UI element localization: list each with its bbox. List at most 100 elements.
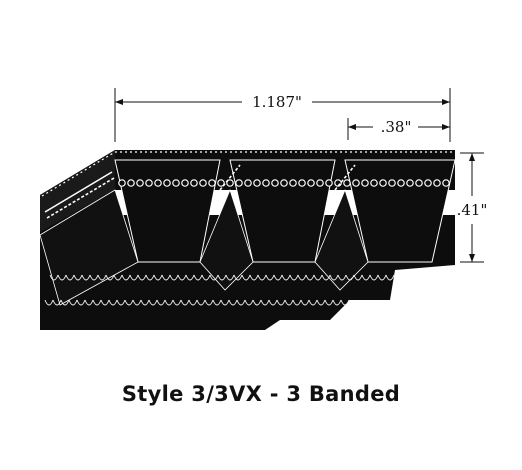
cord-icon <box>127 179 135 187</box>
cord-icon <box>316 179 324 187</box>
cog-ridge <box>220 299 230 306</box>
diagram-caption: Style 3/3VX - 3 Banded <box>121 382 401 406</box>
cog-ridge <box>169 274 179 281</box>
cord-icon <box>415 179 423 187</box>
cog-ridge <box>105 274 115 281</box>
cog-ridge <box>49 274 59 281</box>
cog-ridge <box>84 299 94 306</box>
cog-ridge <box>321 274 331 281</box>
cog-ridge <box>164 299 174 306</box>
cog-ridge <box>292 299 302 306</box>
cord-icon <box>397 179 405 187</box>
cog-ridge <box>145 274 155 281</box>
cog-ridge <box>337 274 347 281</box>
cog-ridge <box>385 274 395 281</box>
cog-ridge <box>233 274 243 281</box>
cord-icon <box>217 179 225 187</box>
cord-icon <box>280 179 288 187</box>
cord-icon <box>352 179 360 187</box>
cord-icon <box>343 179 351 187</box>
cog-ridge <box>332 299 342 306</box>
cog-ridge <box>345 274 355 281</box>
cog-ridge <box>340 299 350 306</box>
cord-icon <box>424 179 432 187</box>
cog-ridge <box>361 274 371 281</box>
dimension-height <box>460 152 484 263</box>
cog-ridge <box>92 299 102 306</box>
cog-ridge <box>273 274 283 281</box>
cord-icon <box>136 179 144 187</box>
cog-ridge <box>65 274 75 281</box>
cord-icon <box>406 179 414 187</box>
cord-icon <box>208 179 216 187</box>
cord-icon <box>235 179 243 187</box>
cord-icon <box>199 179 207 187</box>
cog-ridge <box>185 274 195 281</box>
cog-ridge <box>201 274 211 281</box>
cog-ridge <box>305 274 315 281</box>
cog-ridge <box>369 274 379 281</box>
cog-ridge <box>116 299 126 306</box>
cog-ridge <box>252 299 262 306</box>
cog-ridge <box>113 274 123 281</box>
cog-ridge <box>281 274 291 281</box>
cord-icon <box>325 179 333 187</box>
cog-ridge <box>265 274 275 281</box>
cog-ridge <box>217 274 227 281</box>
cord-icon <box>307 179 315 187</box>
cog-ridge <box>316 299 326 306</box>
cord-icon <box>181 179 189 187</box>
cog-ridge <box>196 299 206 306</box>
cog-ridge <box>268 299 278 306</box>
cog-ridge <box>108 299 118 306</box>
cog-ridge <box>193 274 203 281</box>
cog-ridge <box>225 274 235 281</box>
cogged-underside <box>44 274 395 306</box>
cog-ridge <box>180 299 190 306</box>
overall-width-label: 1.187" <box>252 93 302 111</box>
dimension-overall-width <box>114 88 451 142</box>
cog-ridge <box>257 274 267 281</box>
cog-ridge <box>68 299 78 306</box>
cog-ridge <box>140 299 150 306</box>
cord-icon <box>433 179 441 187</box>
cord-icon <box>379 179 387 187</box>
cog-ridge <box>124 299 134 306</box>
cog-ridge <box>308 299 318 306</box>
cog-ridge <box>81 274 91 281</box>
cog-ridge <box>97 274 107 281</box>
cord-icon <box>442 179 450 187</box>
cog-ridge <box>241 274 251 281</box>
cog-ridge <box>148 299 158 306</box>
cog-ridge <box>52 299 62 306</box>
cog-ridge <box>212 299 222 306</box>
cord-icon <box>172 179 180 187</box>
cog-ridge <box>76 299 86 306</box>
cord-icon <box>154 179 162 187</box>
cog-ridge <box>132 299 142 306</box>
cog-ridge <box>297 274 307 281</box>
cog-ridge <box>177 274 187 281</box>
cord-icon <box>253 179 261 187</box>
cog-ridge <box>353 274 363 281</box>
cord-icon <box>370 179 378 187</box>
cog-ridge <box>172 299 182 306</box>
cog-ridge <box>260 299 270 306</box>
cord-icon <box>388 179 396 187</box>
cord-icon <box>298 179 306 187</box>
cog-ridge <box>209 274 219 281</box>
cog-ridge <box>228 299 238 306</box>
cog-ridge <box>244 299 254 306</box>
cog-ridge <box>57 274 67 281</box>
cord-line <box>118 179 450 187</box>
cog-ridge <box>249 274 259 281</box>
cog-ridge <box>44 299 54 306</box>
cord-icon <box>190 179 198 187</box>
cord-icon <box>244 179 252 187</box>
cog-ridge <box>121 274 131 281</box>
cord-icon <box>226 179 234 187</box>
cog-ridge <box>60 299 70 306</box>
cog-ridge <box>100 299 110 306</box>
cog-ridge <box>129 274 139 281</box>
